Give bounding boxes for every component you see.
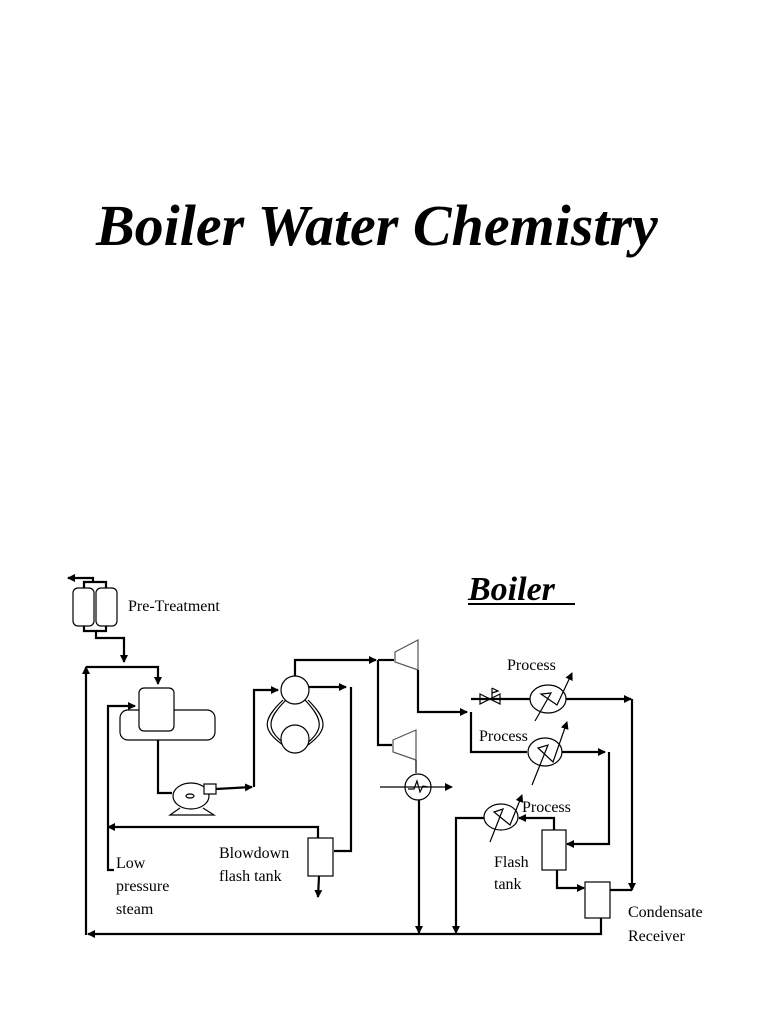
process-heat-exchanger-2 [527, 721, 606, 786]
flash-tank-label-line1: Flash [494, 854, 529, 871]
deaerator [82, 665, 216, 935]
page-title: Boiler Water Chemistry [96, 193, 658, 258]
flash-tank [518, 752, 611, 892]
process-heat-exchanger-1 [469, 672, 632, 754]
boiler-drums [266, 656, 377, 853]
blowdown-label-line2: flash tank [219, 868, 282, 885]
condensate-label-line1: Condensate [628, 904, 703, 921]
feed-pump [168, 686, 279, 816]
condensate-receiver [87, 699, 636, 938]
flash-tank-label-line2: tank [494, 876, 522, 893]
process-label-1: Process [507, 657, 556, 674]
exhaust-heat-exchanger [380, 773, 453, 934]
low-pressure-steam-label-line1: Low [116, 855, 146, 872]
diagram-heading: Boiler [467, 571, 556, 608]
low-pressure-steam-label-line2: pressure [116, 878, 169, 895]
pre-treatment-vessels [67, 574, 128, 663]
condensate-label-line2: Receiver [628, 928, 686, 945]
pre-treatment-label: Pre-Treatment [128, 598, 220, 615]
low-pressure-steam-line [106, 866, 114, 872]
turbines [376, 639, 468, 773]
process-label-2: Process [479, 728, 528, 745]
blowdown-flash-tank [107, 823, 334, 898]
low-pressure-steam-label-line3: steam [116, 901, 154, 918]
process-label-3: Process [522, 799, 571, 816]
blowdown-label-line1: Blowdown [219, 845, 289, 862]
